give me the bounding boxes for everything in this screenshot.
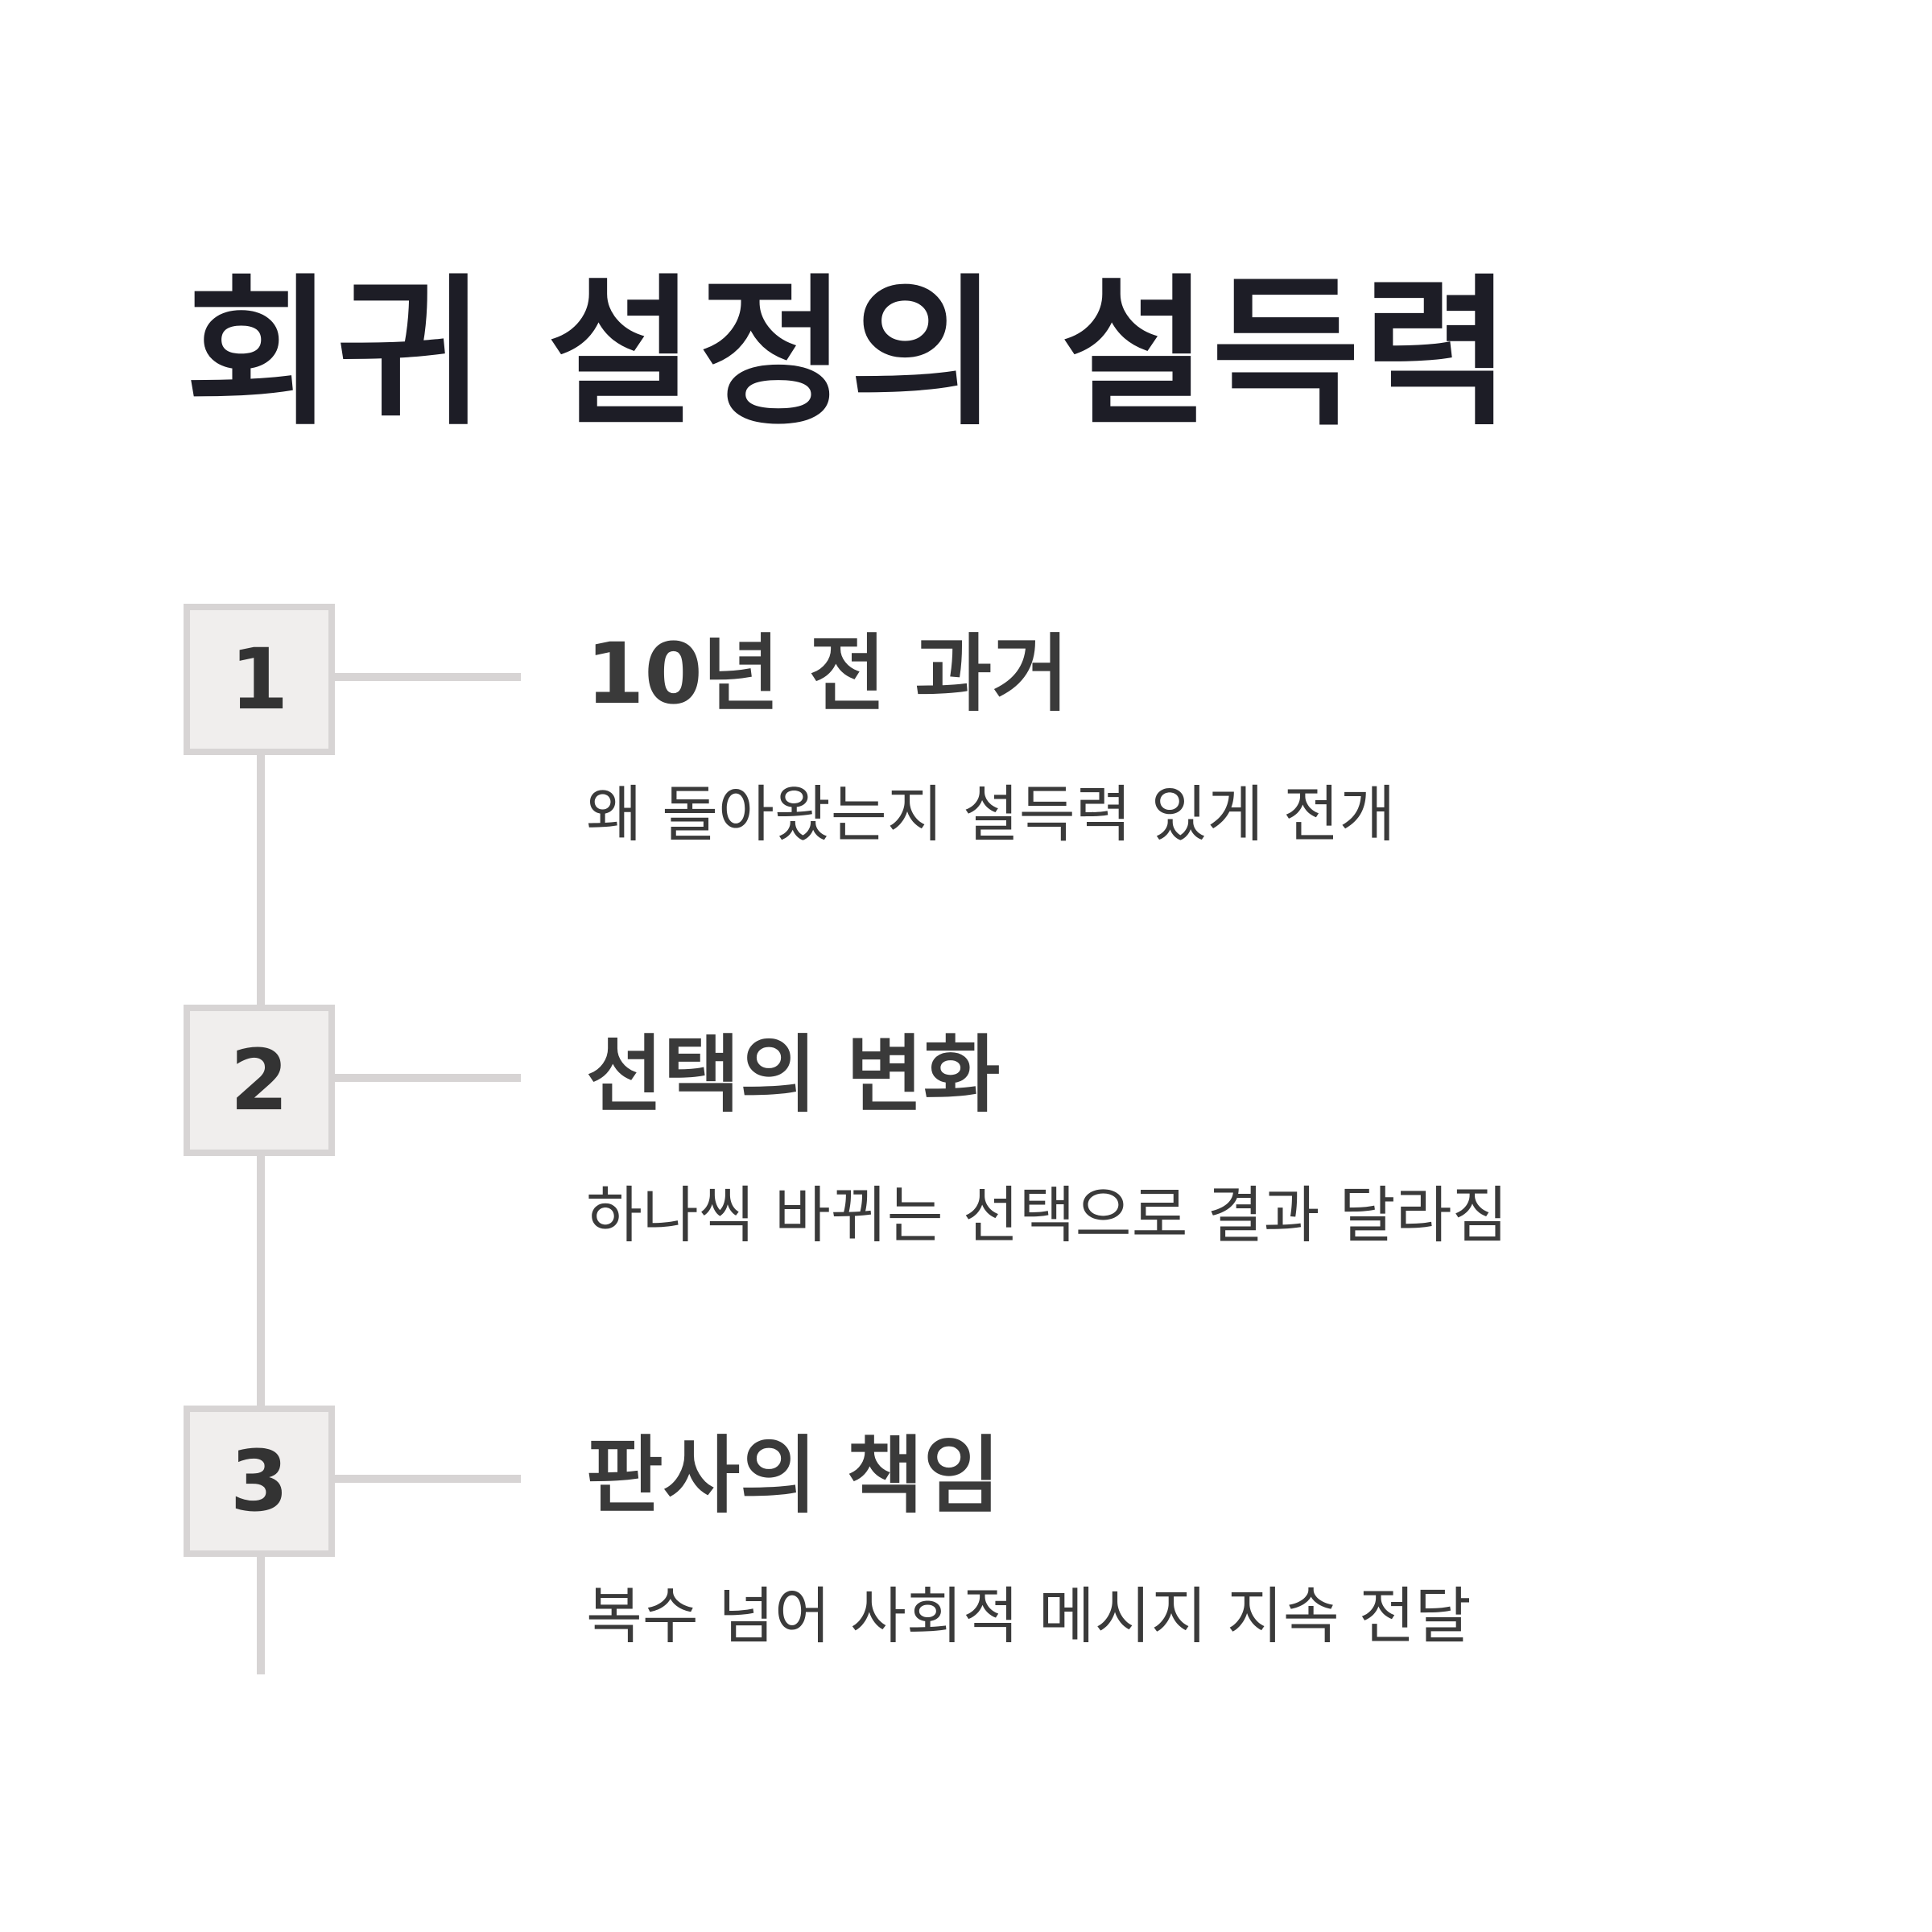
step-number-box: 1	[184, 604, 335, 755]
timeline-step-2: 2 선택의 변화 하나씩 바뀌는 선택으로 결과 달라짐	[0, 1005, 1932, 1407]
timeline-step-1: 1 10년 전 과거 왜 돌아왔는지 설득력 있게 전개	[0, 604, 1932, 1006]
step-connector	[332, 673, 521, 681]
timeline-line	[257, 749, 265, 1674]
page-title: 회귀 설정의 설득력	[185, 260, 1515, 448]
step-heading: 10년 전 과거	[586, 625, 1069, 723]
step-connector	[332, 1475, 521, 1483]
step-heading: 판사의 책임	[586, 1426, 1001, 1525]
step-connector	[332, 1074, 521, 1082]
step-description: 복수 넘어 사회적 메시지 지속 전달	[586, 1580, 1472, 1652]
step-number-box: 3	[184, 1406, 335, 1557]
step-number-box: 2	[184, 1005, 335, 1156]
step-description: 왜 돌아왔는지 설득력 있게 전개	[586, 778, 1396, 850]
step-heading: 선택의 변화	[586, 1026, 1001, 1124]
timeline-step-3: 3 판사의 책임 복수 넘어 사회적 메시지 지속 전달	[0, 1406, 1932, 1808]
step-description: 하나씩 바뀌는 선택으로 결과 달라짐	[586, 1179, 1509, 1251]
